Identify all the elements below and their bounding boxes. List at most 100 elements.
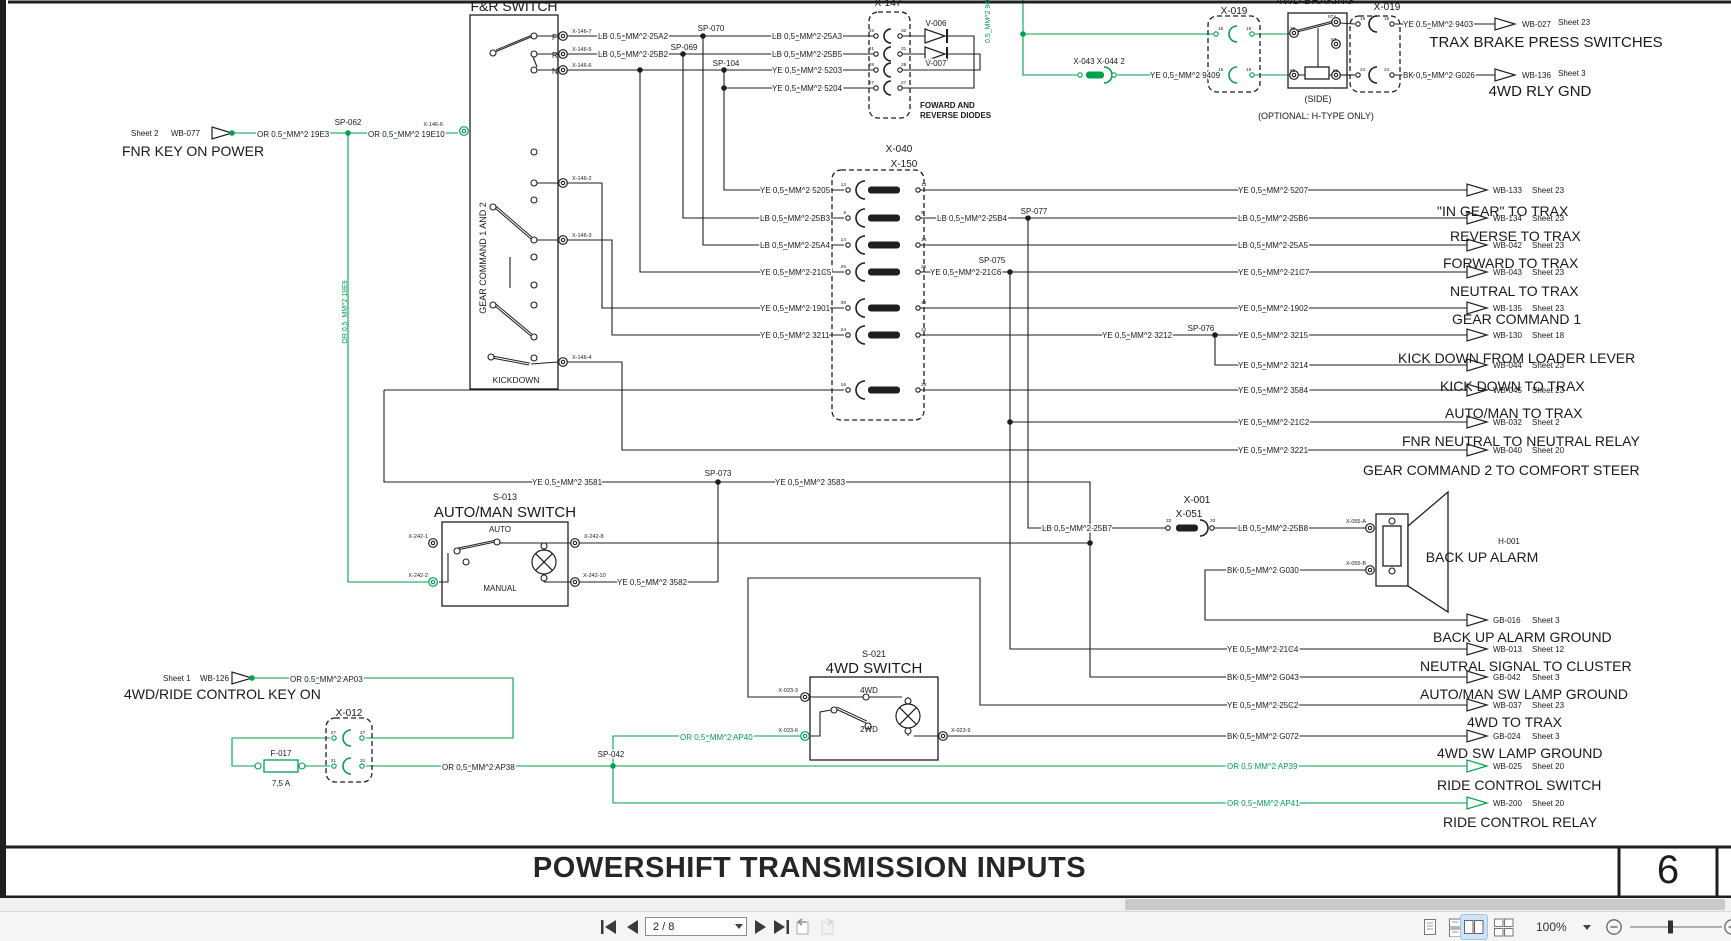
svg-text:WB-040: WB-040 [1493, 446, 1522, 455]
svg-text:BACK UP ALARM GROUND: BACK UP ALARM GROUND [1433, 629, 1612, 645]
next-page-button[interactable] [752, 915, 770, 939]
svg-text:F: F [552, 33, 557, 42]
sheet-title: POWERSHIFT TRANSMISSION INPUTS [532, 852, 1087, 884]
svg-text:WB-133: WB-133 [1493, 186, 1522, 195]
svg-text:YE 0,5_MM^2 21C5: YE 0,5_MM^2 21C5 [760, 268, 832, 277]
svg-text:V-007: V-007 [926, 59, 947, 68]
svg-text:25: 25 [841, 264, 847, 270]
svg-text:YE 0,5_MM^2 3582: YE 0,5_MM^2 3582 [617, 578, 688, 587]
svg-text:SP-104: SP-104 [713, 59, 740, 68]
svg-text:X-023-6: X-023-6 [778, 728, 798, 734]
svg-text:WB-126: WB-126 [200, 674, 229, 683]
svg-text:4WD/RIDE CONTROL KEY ON: 4WD/RIDE CONTROL KEY ON [124, 686, 321, 702]
svg-text:X-146-6: X-146-6 [423, 122, 443, 128]
zoom-dropdown-caret-icon[interactable] [1580, 915, 1594, 939]
svg-text:WB-032: WB-032 [1493, 418, 1522, 427]
svg-text:24: 24 [1384, 67, 1390, 73]
svg-text:YE 0,5_MM^2 1901: YE 0,5_MM^2 1901 [760, 304, 831, 313]
svg-text:R: R [552, 51, 558, 60]
first-page-button[interactable] [599, 915, 619, 939]
svg-text:X-242-1: X-242-1 [408, 534, 428, 540]
svg-text:31: 31 [360, 758, 366, 764]
svg-text:Sheet 23: Sheet 23 [1532, 241, 1565, 250]
svg-text:Sheet 2: Sheet 2 [1532, 418, 1560, 427]
svg-text:WB-134: WB-134 [1493, 214, 1522, 223]
svg-text:KICK DOWN FROM LOADER LEVER: KICK DOWN FROM LOADER LEVER [1398, 350, 1635, 366]
svg-text:LB 0,5_MM^2 25B5: LB 0,5_MM^2 25B5 [772, 50, 843, 59]
svg-text:LB 0,5_MM^2 25B2: LB 0,5_MM^2 25B2 [598, 50, 669, 59]
svg-text:LB 0,5_MM^2 25B8: LB 0,5_MM^2 25B8 [1238, 524, 1309, 533]
svg-text:YE 0,5_MM^2 5207: YE 0,5_MM^2 5207 [1238, 186, 1309, 195]
svg-text:19: 19 [1384, 16, 1390, 22]
svg-text:AUTO/MAN TO TRAX: AUTO/MAN TO TRAX [1445, 405, 1583, 421]
svg-text:S-021: S-021 [862, 649, 886, 659]
svg-text:LB 0.5_MM^2 25A2: LB 0.5_MM^2 25A2 [598, 32, 669, 41]
svg-text:24: 24 [921, 327, 927, 333]
svg-text:Sheet 23: Sheet 23 [1532, 268, 1565, 277]
facing-continuous-view-button[interactable] [1491, 915, 1517, 939]
svg-text:OR 0,5_MM^2 AP40: OR 0,5_MM^2 AP40 [680, 733, 753, 742]
scrollbar-thumb[interactable] [1125, 899, 1725, 910]
svg-text:FOWARD AND: FOWARD AND [920, 101, 975, 110]
svg-text:OR 0,5_MM^2 19E9: OR 0,5_MM^2 19E9 [342, 280, 349, 343]
svg-text:X-012: X-012 [336, 708, 363, 719]
svg-text:27: 27 [901, 80, 907, 86]
svg-text:SP-077: SP-077 [1021, 207, 1048, 216]
svg-text:SP-075: SP-075 [979, 256, 1006, 265]
svg-text:86: 86 [1333, 68, 1339, 74]
svg-text:Sheet 3: Sheet 3 [1532, 732, 1560, 741]
svg-text:YE 0,5_MM^2 21C6: YE 0,5_MM^2 21C6 [930, 268, 1002, 277]
svg-text:27: 27 [869, 80, 875, 86]
last-page-button[interactable] [772, 915, 792, 939]
single-page-view-button[interactable] [1419, 915, 1441, 939]
svg-text:YE 0,5_MM^2 3211: YE 0,5_MM^2 3211 [760, 331, 830, 340]
svg-text:Sheet 18: Sheet 18 [1532, 331, 1565, 340]
svg-text:X-146-6: X-146-6 [572, 63, 592, 69]
svg-text:13: 13 [841, 182, 847, 188]
svg-text:V-006: V-006 [926, 19, 947, 28]
svg-text:4WD: 4WD [860, 686, 878, 695]
svg-text:YE 0,5_MM^2 25C2: YE 0,5_MM^2 25C2 [1227, 701, 1299, 710]
svg-text:87A: 87A [1328, 14, 1337, 20]
svg-text:WB-013: WB-013 [1493, 645, 1522, 654]
svg-text:GB-042: GB-042 [1493, 673, 1521, 682]
continuous-view-button[interactable] [1444, 915, 1466, 939]
zoom-in-button[interactable] [1722, 915, 1731, 939]
page-indicator-value: 2 / 8 [653, 920, 675, 933]
zoom-slider[interactable] [1628, 915, 1724, 939]
svg-text:13: 13 [921, 182, 927, 188]
svg-text:OR 0,5_MM^2 AP38: OR 0,5_MM^2 AP38 [442, 763, 515, 772]
svg-text:YE 0,5_MM^2 3215: YE 0,5_MM^2 3215 [1238, 331, 1309, 340]
svg-text:BK 0,5_MM^2 G030: BK 0,5_MM^2 G030 [1227, 566, 1299, 575]
svg-text:GEAR COMMAND 1 AND 2: GEAR COMMAND 1 AND 2 [478, 202, 488, 314]
svg-text:8: 8 [921, 210, 924, 216]
svg-text:Sheet 23: Sheet 23 [1532, 701, 1565, 710]
svg-text:MANUAL: MANUAL [483, 584, 517, 593]
previous-page-button[interactable] [623, 915, 641, 939]
previous-view-button[interactable] [793, 915, 813, 939]
svg-text:15: 15 [1246, 67, 1252, 73]
svg-text:16: 16 [1218, 26, 1224, 32]
horizontal-scrollbar[interactable] [0, 898, 1731, 911]
svg-text:SP-069: SP-069 [671, 43, 698, 52]
svg-text:24: 24 [1360, 67, 1366, 73]
svg-text:FORWARD TO TRAX: FORWARD TO TRAX [1443, 255, 1579, 271]
svg-text:NEUTRAL SIGNAL TO CLUSTER: NEUTRAL SIGNAL TO CLUSTER [1420, 658, 1632, 674]
page-indicator-combobox[interactable]: 2 / 8 [645, 917, 747, 936]
facing-pages-view-button[interactable] [1460, 914, 1488, 940]
svg-text:4WD SW LAMP GROUND: 4WD SW LAMP GROUND [1437, 745, 1602, 761]
svg-text:S-013: S-013 [493, 492, 517, 502]
zoom-out-button[interactable] [1604, 915, 1624, 939]
svg-text:GB-024: GB-024 [1493, 732, 1521, 741]
svg-text:OR 0.5_MM^2 19E3: OR 0.5_MM^2 19E3 [257, 130, 330, 139]
svg-text:25: 25 [921, 264, 927, 270]
svg-text:YE 0,5_MM^2 21C4: YE 0,5_MM^2 21C4 [1227, 645, 1299, 654]
svg-text:85: 85 [1290, 68, 1296, 74]
svg-text:Sheet 3: Sheet 3 [1558, 69, 1586, 78]
next-view-button[interactable] [817, 915, 837, 939]
svg-text:X-242-10: X-242-10 [583, 573, 606, 579]
page-dropdown-caret-icon[interactable] [732, 918, 746, 935]
svg-text:FNR NEUTRAL TO NEUTRAL RELAY: FNR NEUTRAL TO NEUTRAL RELAY [1402, 433, 1640, 449]
svg-text:X-146-4: X-146-4 [572, 355, 592, 361]
svg-text:X-051: X-051 [1176, 509, 1203, 520]
